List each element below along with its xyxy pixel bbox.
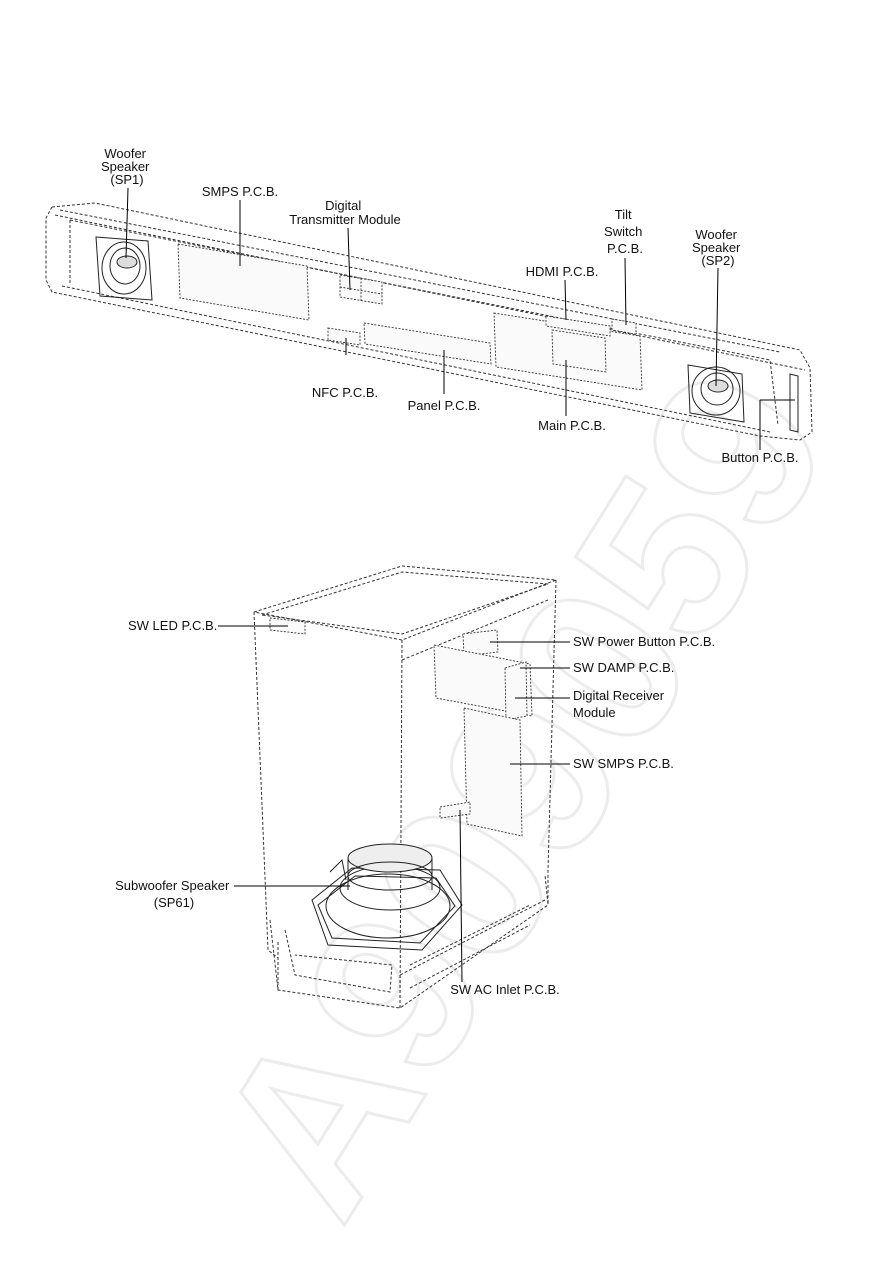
subwoofer-right-edge-2 (401, 599, 549, 661)
label-button-pcb: Button P.C.B. (721, 450, 798, 465)
subwoofer-base (269, 874, 549, 1009)
label-sw-ac-inlet-pcb: SW AC Inlet P.C.B. (450, 982, 560, 997)
watermark-text: A909059 (165, 328, 878, 1256)
label-main-pcb: Main P.C.B. (538, 418, 606, 433)
woofer-speaker-sp2 (687, 364, 745, 423)
label-panel-pcb: Panel P.C.B. (408, 398, 481, 413)
label-sw-led-pcb: SW LED P.C.B. (128, 618, 217, 633)
digital-receiver-module (504, 661, 528, 721)
subwoofer-front-edge (399, 639, 403, 1009)
label-hdmi-pcb: HDMI P.C.B. (526, 264, 599, 279)
subwoofer-speaker (311, 843, 463, 951)
hdmi-pcb (545, 315, 611, 337)
label-tilt-switch: Tilt Switch P.C.B. (604, 207, 646, 256)
sw-power-button-pcb (462, 629, 499, 657)
soundbar-assembly (45, 202, 813, 441)
button-pcb (789, 373, 799, 433)
woofer-speaker-sp1 (95, 236, 153, 301)
subwoofer-base-recess (284, 904, 531, 993)
label-sw-damp-pcb: SW DAMP P.C.B. (573, 660, 674, 675)
panel-pcb (363, 322, 492, 365)
label-woofer-sp1: Woofer Speaker (SP1) (101, 146, 153, 187)
subwoofer-leaders (218, 625, 570, 983)
label-nfc-pcb: NFC P.C.B. (312, 385, 378, 400)
subwoofer-top-inner (261, 571, 549, 635)
label-sw-power-button-pcb: SW Power Button P.C.B. (573, 634, 715, 649)
soundbar-labels: Woofer Speaker (SP1) SMPS P.C.B. Digital… (101, 146, 799, 465)
tilt-switch-pcb (611, 318, 637, 335)
sw-ac-inlet-pcb (439, 801, 471, 819)
label-digital-receiver: Digital Receiver Module (573, 688, 668, 720)
digital-transmitter-module (339, 274, 383, 305)
label-subwoofer-speaker: Subwoofer Speaker (SP61) (115, 878, 233, 910)
subwoofer-left-edge (253, 611, 279, 959)
label-digital-transmitter: Digital Transmitter Module (289, 198, 401, 227)
subwoofer-top (253, 565, 557, 641)
nfc-pcb (327, 327, 361, 346)
smps-pcb (177, 243, 310, 321)
label-sw-smps-pcb: SW SMPS P.C.B. (573, 756, 674, 771)
label-smps-pcb: SMPS P.C.B. (202, 184, 278, 199)
soundbar-body-outline (45, 202, 813, 441)
subwoofer-assembly (253, 565, 557, 1009)
soundbar-leaders (125, 187, 795, 450)
label-woofer-sp2: Woofer Speaker (SP2) (692, 227, 744, 268)
subwoofer-right-edge (547, 579, 557, 905)
subwoofer-labels: SW LED P.C.B. SW Power Button P.C.B. SW … (115, 618, 715, 997)
sw-smps-pcb (463, 707, 523, 837)
